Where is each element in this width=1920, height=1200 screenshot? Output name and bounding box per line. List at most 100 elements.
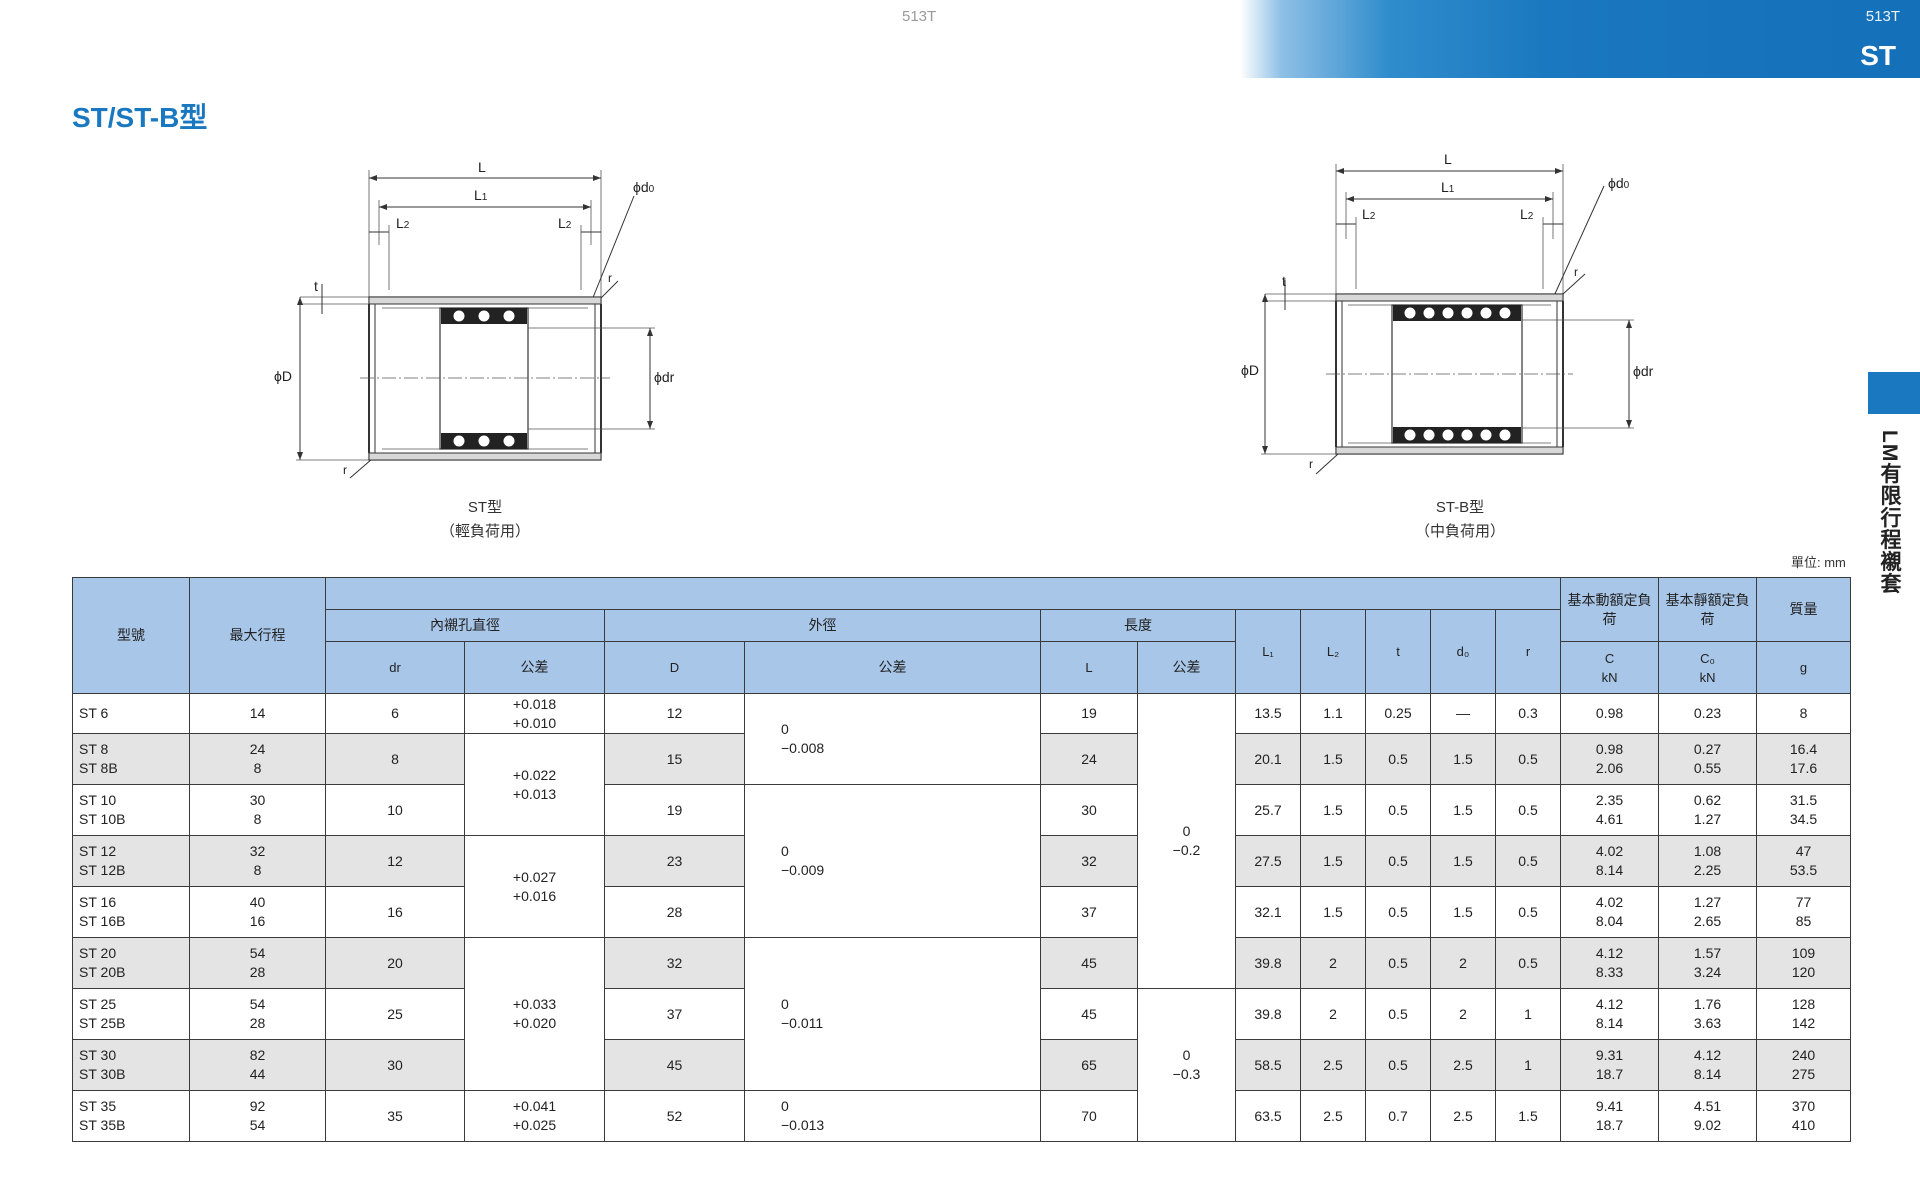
col-L-header: L [1040, 641, 1138, 694]
series-code: ST [1860, 40, 1896, 71]
col-model-header: 型號 [72, 577, 190, 694]
st-b-caption: ST-B型 （中負荷用） [1375, 496, 1545, 544]
L-tolerance-cell: 0−0.2 [1137, 693, 1236, 989]
col-bore-group-header: 內襯孔直徑 [325, 609, 605, 642]
D-tolerance-cell: 0−0.009 [744, 784, 1041, 938]
header-top-band [324, 577, 1562, 610]
col-r-header: r [1494, 609, 1562, 694]
t-cell: 0.7 [1365, 1090, 1431, 1142]
d0-cell: — [1430, 693, 1496, 734]
r-cell: 0.3 [1494, 693, 1562, 734]
L2-cell: 1.1 [1300, 693, 1366, 734]
L1-cell: 58.5 [1235, 1039, 1301, 1091]
t-cell: 0.25 [1365, 693, 1431, 734]
L1-cell: 27.5 [1235, 835, 1301, 887]
svg-text:L2: L2 [396, 215, 410, 231]
D-tolerance-cell: 0−0.011 [744, 937, 1041, 1091]
page-title: ST/ST-B型 [72, 102, 208, 133]
dim-r-top-label: r [608, 271, 612, 285]
d0-cell: 1.5 [1430, 784, 1496, 836]
dr-cell: 25 [325, 988, 465, 1040]
unit-note: 單位: mm [1791, 555, 1846, 570]
L-tolerance-cell: 0−0.3 [1137, 988, 1236, 1142]
col-dr-header: dr [325, 641, 465, 694]
max-stroke-cell: 14 [189, 693, 326, 734]
page-number-left: 513T [902, 8, 937, 25]
dim-d0-label: ϕd [1608, 175, 1624, 191]
st-b-drawing: L L1 L2 L2 ϕd0 r t ϕD r [1238, 144, 1678, 484]
D-cell: 23 [604, 835, 745, 887]
st-b-caption-use: （中負荷用） [1414, 523, 1505, 540]
dim-t-label: t [1282, 273, 1286, 289]
static-load-cell: 0.23 [1658, 693, 1758, 734]
r-cell: 1 [1494, 988, 1562, 1040]
dim-L2-right-label: L [1520, 206, 1528, 222]
col-static-load-header: 基本靜額定負荷 [1658, 577, 1758, 642]
L1-cell: 39.8 [1235, 937, 1301, 989]
D-cell: 45 [604, 1039, 745, 1091]
t-cell: 0.5 [1365, 988, 1431, 1040]
d0-cell: 2.5 [1430, 1090, 1496, 1142]
dim-L1-label: L [474, 187, 482, 203]
L1-cell: 13.5 [1235, 693, 1301, 734]
svg-text:L1: L1 [1441, 179, 1455, 195]
spec-table: 型號 最大行程 基本動額定負荷 基本靜額定負荷 質量 內襯孔直徑 外徑 長度 L… [72, 577, 1852, 1142]
L-cell: 24 [1040, 733, 1138, 785]
t-cell: 0.5 [1365, 784, 1431, 836]
L1-cell: 25.7 [1235, 784, 1301, 836]
D-tolerance-cell: 0−0.013 [744, 1090, 1041, 1142]
L2-cell: 1.5 [1300, 784, 1366, 836]
t-cell: 0.5 [1365, 835, 1431, 887]
D-tolerance-cell: 0−0.008 [744, 693, 1041, 785]
L1-cell: 20.1 [1235, 733, 1301, 785]
d0-cell: 1.5 [1430, 733, 1496, 785]
dim-t-label: t [314, 278, 318, 294]
col-D-header: D [604, 641, 745, 694]
col-L-tol-header: 公差 [1137, 641, 1236, 694]
dr-cell: 8 [325, 733, 465, 785]
r-cell: 0.5 [1494, 835, 1562, 887]
dim-L-label: L [1444, 151, 1452, 167]
mass-cell: 8 [1756, 693, 1852, 734]
D-cell: 32 [604, 937, 745, 989]
d0-cell: 2 [1430, 937, 1496, 989]
dim-L2-right-label: L [558, 215, 566, 231]
st-drawing: L L1 L2 L2 ϕd0 r t ϕD r [270, 150, 690, 490]
D-cell: 37 [604, 988, 745, 1040]
t-cell: 0.5 [1365, 886, 1431, 938]
dim-d0-label: ϕd [633, 179, 649, 195]
t-cell: 0.5 [1365, 733, 1431, 785]
D-cell: 19 [604, 784, 745, 836]
dim-D-label: ϕD [274, 368, 292, 384]
col-dynamic-load-header: 基本動額定負荷 [1560, 577, 1660, 642]
L-cell: 19 [1040, 693, 1138, 734]
st-caption-use: （輕負荷用） [439, 523, 530, 540]
dim-r-bottom-label: r [1309, 457, 1313, 471]
L-cell: 65 [1040, 1039, 1138, 1091]
L2-cell: 2.5 [1300, 1039, 1366, 1091]
dr-tolerance-cell: +0.018+0.010 [464, 693, 605, 734]
L-cell: 37 [1040, 886, 1138, 938]
dim-d0-sub: 0 [1624, 180, 1630, 191]
dim-L2-left-label: L [396, 215, 404, 231]
col-max-stroke-header: 最大行程 [189, 577, 326, 694]
dim-L-label: L [478, 159, 486, 175]
